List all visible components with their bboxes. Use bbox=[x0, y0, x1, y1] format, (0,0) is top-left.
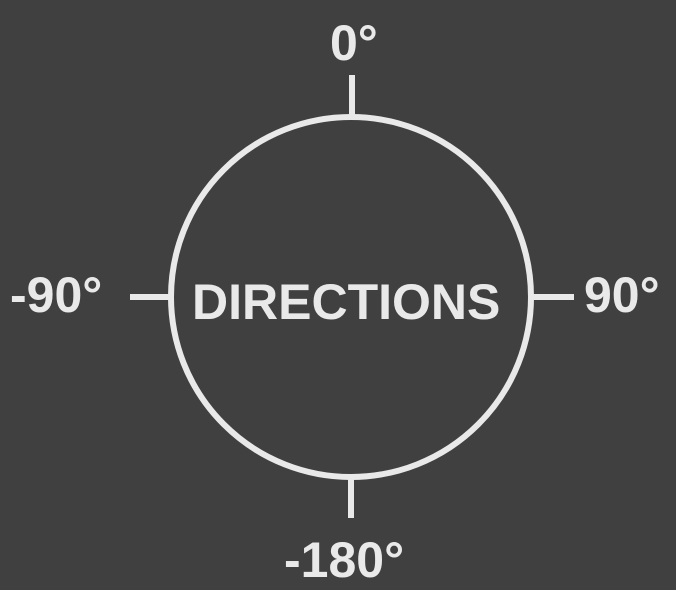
direction-label-top: 0° bbox=[330, 15, 378, 71]
center-title: DIRECTIONS bbox=[192, 274, 501, 330]
direction-label-bottom: -180° bbox=[284, 532, 405, 588]
direction-label-right: 90° bbox=[584, 267, 660, 323]
direction-label-left: -90° bbox=[10, 267, 103, 323]
